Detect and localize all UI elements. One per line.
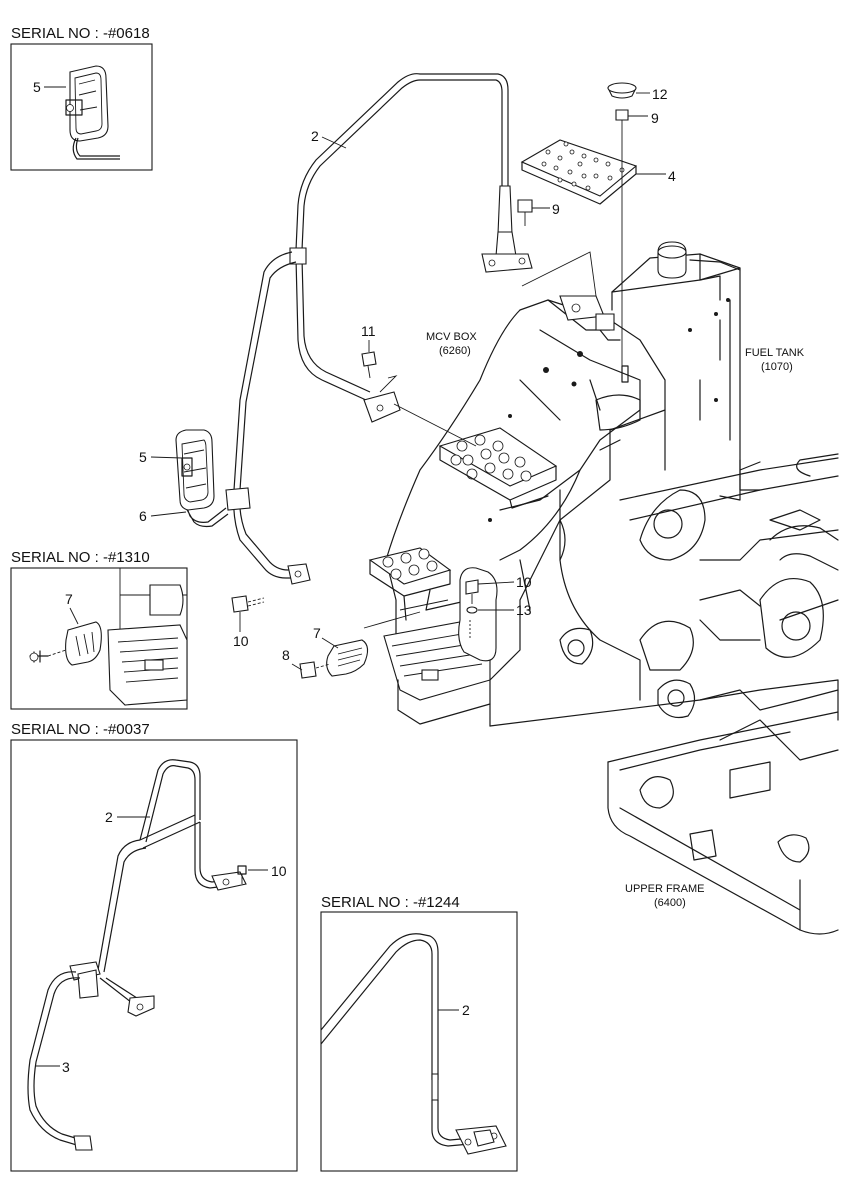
main-handrail-drawing [175,73,533,613]
callout-13: 13 [516,602,532,618]
handrail-inset-1244-drawing [320,933,507,1155]
upper-frame-code: (6400) [654,897,686,909]
callout-5-inset: 5 [33,79,41,95]
callout-4: 4 [668,168,676,184]
callout-7-inset: 7 [65,591,73,607]
upper-frame-label: UPPER FRAME [625,883,704,895]
callout-8: 8 [282,647,290,663]
callout-12: 12 [652,86,668,102]
serial-label-0618: SERIAL NO : -#0618 [11,25,150,42]
callout-11: 11 [361,323,376,339]
inset-0037: SERIAL NO : -#0037 2 [10,721,298,1172]
serial-label-0037: SERIAL NO : -#0037 [11,721,150,738]
inset-1310-frame [10,567,188,710]
handrail-inset-0037-drawing [27,759,247,1151]
inset-0618-frame [10,43,153,171]
mcv-box-code: (6260) [439,345,471,357]
inset-1244-frame [320,911,518,1172]
mirror-inset-drawing [65,65,120,160]
callout-5-main: 5 [139,449,147,465]
callout-6: 6 [139,508,147,524]
small-parts-drawing [299,82,638,679]
callout-2-inset-1244: 2 [462,1002,470,1018]
callout-10-left: 10 [233,633,249,649]
callout-7-main: 7 [313,625,321,641]
inset-1310: SERIAL NO : -#1310 7 [10,549,188,710]
mcv-box-label: MCV BOX [426,331,477,343]
serial-label-1310: SERIAL NO : -#1310 [11,549,150,566]
inset-0037-frame [10,739,298,1172]
fuel-tank-drawing [611,241,741,501]
inset-0618: SERIAL NO : -#0618 5 [10,25,153,171]
callout-2-main: 2 [311,128,319,144]
callout-10-right: 10 [516,574,532,590]
callout-2-inset-0037: 2 [105,809,113,825]
step-inset-drawing [29,568,188,706]
mcv-box-drawing [368,295,666,727]
callout-3-inset: 3 [62,1059,70,1075]
callout-10-inset: 10 [271,863,287,879]
upper-frame-drawing [489,453,839,935]
callout-9-mid: 9 [552,201,560,217]
serial-label-1244: SERIAL NO : -#1244 [321,894,460,911]
inset-1244: SERIAL NO : -#1244 2 [320,894,518,1172]
callout-9-top: 9 [651,110,659,126]
fuel-tank-code: (1070) [761,361,793,373]
fuel-tank-label: FUEL TANK [745,347,805,359]
